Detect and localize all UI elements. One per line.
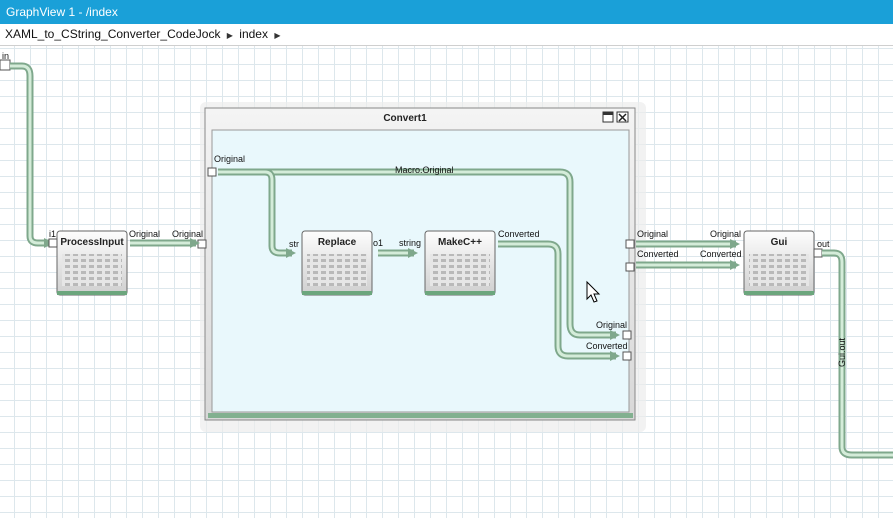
- wire-original-to-replace[interactable]: [218, 168, 296, 258]
- wire-gui-out[interactable]: Gui.out: [822, 249, 893, 459]
- convert1-title: Convert1: [383, 113, 427, 124]
- window-titlebar: GraphView 1 - /index: [0, 0, 893, 24]
- breadcrumb-arrow-icon[interactable]: ▶: [274, 31, 281, 40]
- wire-convert-to-gui-original[interactable]: Original Original: [636, 229, 741, 249]
- node-thumbnail: [430, 254, 490, 286]
- wire-convert-to-gui-converted[interactable]: Converted Converted: [636, 249, 742, 270]
- wire-processinput-to-convert[interactable]: Original Original: [129, 229, 203, 248]
- replace-out-label: o1: [373, 238, 383, 248]
- wire-macro-original[interactable]: Macro.Original: [218, 165, 620, 340]
- convert1-out-label-converted: Converted: [586, 341, 628, 351]
- graph-svg[interactable]: in Convert1 Macro.Original: [0, 46, 893, 518]
- node-replace[interactable]: Replace str o1: [289, 230, 383, 296]
- breadcrumb-arrow-icon[interactable]: ▶: [226, 31, 233, 40]
- convert1-input-label: Original: [214, 154, 245, 164]
- node-thumbnail: [749, 254, 809, 286]
- breadcrumb-item-index[interactable]: index: [239, 27, 268, 41]
- mouse-cursor-icon: [586, 280, 601, 303]
- wire-makecpp-to-output[interactable]: [498, 240, 620, 361]
- restore-icon[interactable]: [602, 111, 614, 123]
- wire-label-pi-out: Original: [129, 229, 160, 239]
- makecpp-title: MakeC++: [438, 237, 482, 248]
- processinput-title: ProcessInput: [60, 237, 124, 248]
- node-thumbnail: [307, 254, 367, 286]
- processinput-in-label: i1: [49, 229, 56, 239]
- wire-label-gui-out: Gui.out: [837, 337, 847, 367]
- node-thumbnail: [62, 254, 122, 286]
- node-processinput[interactable]: ProcessInput i1: [48, 229, 128, 296]
- window-title: GraphView 1 - /index: [6, 5, 118, 19]
- breadcrumb-item-project[interactable]: XAML_to_CString_Converter_CodeJock: [5, 27, 221, 41]
- wire-label-convert-out-converted: Converted: [637, 249, 679, 259]
- wire-label-gui-in-original: Original: [710, 229, 741, 239]
- replace-title: Replace: [318, 237, 357, 248]
- graph-input-port[interactable]: in: [0, 51, 11, 71]
- convert1-macro[interactable]: Convert1: [197, 102, 646, 432]
- breadcrumb: XAML_to_CString_Converter_CodeJock ▶ ind…: [0, 24, 893, 46]
- convert1-out-label-original: Original: [596, 320, 627, 330]
- makecpp-in-label: string: [399, 238, 421, 248]
- makecpp-out-label: Converted: [498, 229, 540, 239]
- node-makecpp[interactable]: MakeC++ string Converted: [399, 229, 540, 296]
- graph-canvas[interactable]: in Convert1 Macro.Original: [0, 46, 893, 518]
- wire-label-gui-in-converted: Converted: [700, 249, 742, 259]
- node-gui[interactable]: Gui out: [743, 230, 830, 296]
- wire-replace-to-makecpp[interactable]: [378, 248, 418, 258]
- wire-label-pi-to-convert: Original: [172, 229, 203, 239]
- close-icon[interactable]: [616, 111, 629, 123]
- wire-label-macro-original: Macro.Original: [395, 165, 454, 175]
- wire-in-to-processinput[interactable]: [10, 62, 54, 248]
- gui-out-label: out: [817, 239, 830, 249]
- gui-title: Gui: [771, 237, 788, 248]
- input-port-label: in: [2, 51, 9, 61]
- wire-label-convert-out-original: Original: [637, 229, 668, 239]
- replace-in-label: str: [289, 239, 299, 249]
